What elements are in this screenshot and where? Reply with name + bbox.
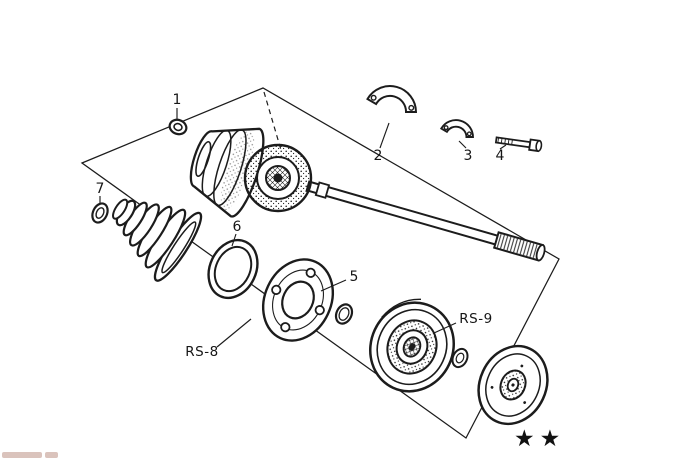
axis-dashed-line <box>263 91 282 151</box>
drive-flange <box>262 258 334 342</box>
shaft-end-face <box>535 244 546 262</box>
clamp-bore <box>95 207 105 219</box>
lock-plate-outline <box>439 119 474 138</box>
flange-hole <box>280 322 291 333</box>
cv-joint <box>189 127 313 218</box>
lock-plate-outline <box>366 85 417 114</box>
shaft-body <box>305 180 503 247</box>
hub-rim <box>376 308 448 386</box>
seal-ring <box>451 347 469 369</box>
part-label-6: 6 <box>233 219 242 235</box>
cap-center-dot <box>511 383 515 387</box>
housing-rib <box>201 129 232 197</box>
cage-center <box>273 173 283 183</box>
part-label-2: 2 <box>374 148 383 164</box>
wheel-hub <box>369 298 455 393</box>
flange-hole <box>305 267 316 278</box>
cap-rivet <box>520 364 524 368</box>
plate-hole <box>370 94 377 101</box>
leader-3 <box>458 140 467 149</box>
spacer-ring <box>207 238 259 300</box>
plate-hole <box>466 131 472 137</box>
watermark-smudge <box>2 452 58 458</box>
leader-5 <box>320 279 347 292</box>
leader-6 <box>231 233 237 247</box>
leader-lines <box>99 108 507 348</box>
rs8-label: RS-8 <box>185 344 218 360</box>
plate-hole <box>443 125 449 131</box>
lock-plate-large <box>366 85 417 114</box>
projection-plane-outline <box>80 87 560 439</box>
hub-back-rim <box>381 298 422 318</box>
boot-opening <box>161 221 197 274</box>
leader-rs8 <box>216 318 252 348</box>
part-label-7: 7 <box>96 181 105 197</box>
nut-bore <box>173 122 183 132</box>
boot-clamp-ring <box>91 202 109 224</box>
rubber-boot <box>112 198 203 282</box>
flange-bore <box>281 280 315 320</box>
cap-rim <box>485 353 541 417</box>
flange-hole <box>271 284 282 295</box>
watermark-bar <box>2 452 42 458</box>
plate-hole <box>408 104 415 111</box>
projection-plane <box>80 87 560 439</box>
cap-rivet <box>523 401 527 404</box>
shaft-nut <box>168 118 188 136</box>
cap-rivet <box>490 385 494 389</box>
flange-hole <box>314 305 325 316</box>
seal-inner <box>455 352 465 364</box>
leader-rs9 <box>433 322 457 334</box>
part-label-4: 4 <box>496 148 505 164</box>
watermark-bar <box>45 452 58 458</box>
leader-2 <box>379 122 390 149</box>
part-label-1: 1 <box>173 92 182 108</box>
rs9-label: RS-9 <box>459 311 492 327</box>
bolt-head-face <box>535 139 543 152</box>
axle-shaft <box>305 180 546 262</box>
part-label-3: 3 <box>464 148 473 164</box>
oring-inner <box>338 307 350 321</box>
joint-housing <box>189 127 265 218</box>
bolt-threads <box>497 137 513 145</box>
footnote-stars: ★★ <box>514 426 565 452</box>
o-ring <box>334 303 354 325</box>
spline-teeth <box>495 233 542 260</box>
housing-rib <box>213 129 247 207</box>
ball-cage <box>243 143 313 213</box>
dust-cap <box>477 344 549 426</box>
housing-end-bore <box>195 140 212 177</box>
shaft-collar <box>314 181 331 199</box>
boot-neck <box>112 198 129 220</box>
lock-plate-small <box>439 119 474 138</box>
hub-center <box>408 343 416 351</box>
part-label-5: 5 <box>350 269 359 285</box>
ring-inner <box>213 245 253 293</box>
bolt <box>494 136 543 153</box>
leader-4 <box>499 144 507 150</box>
